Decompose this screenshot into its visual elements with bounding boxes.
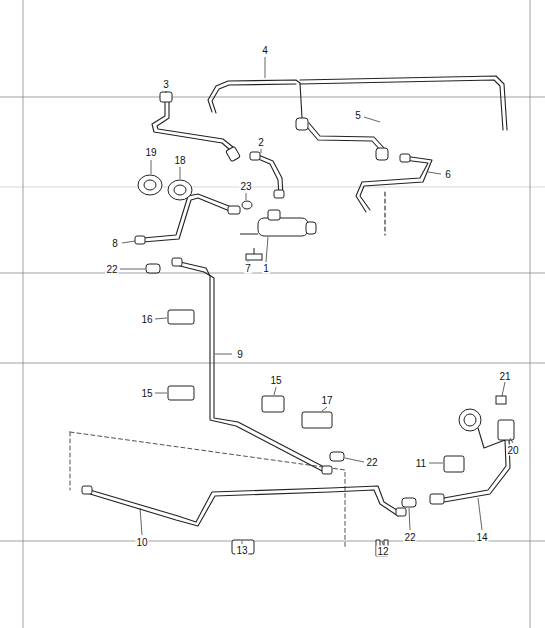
- callout-number: 12: [376, 546, 389, 557]
- callout-number: 22: [105, 264, 118, 275]
- callout-number: 16: [140, 314, 153, 325]
- callout-number: 22: [365, 457, 378, 468]
- callout-number: 7: [244, 263, 252, 274]
- callout-number: 20: [506, 445, 519, 456]
- callout-number: 9: [236, 349, 244, 360]
- callout-number: 17: [320, 395, 333, 406]
- callout-number: 5: [354, 110, 362, 121]
- callout-number: 13: [235, 545, 248, 556]
- callout-number: 19: [144, 147, 157, 158]
- callout-number: 22: [403, 532, 416, 543]
- callout-number: 10: [135, 537, 148, 548]
- callout-number: 14: [475, 532, 488, 543]
- callout-number: 3: [162, 79, 170, 90]
- fittings: [82, 92, 514, 556]
- leader-lines: [120, 57, 513, 545]
- callout-number: 4: [261, 45, 269, 56]
- pipes: [70, 76, 510, 548]
- callout-number: 15: [140, 388, 153, 399]
- callout-number: 2: [257, 137, 265, 148]
- callout-number: 15: [269, 375, 282, 386]
- callout-number: 6: [444, 169, 452, 180]
- callout-number: 23: [239, 181, 252, 192]
- callout-number: 21: [498, 371, 511, 382]
- callout-number: 8: [111, 238, 119, 249]
- callout-number: 1: [262, 263, 270, 274]
- callout-number: 11: [415, 458, 427, 469]
- callout-number: 18: [173, 155, 186, 166]
